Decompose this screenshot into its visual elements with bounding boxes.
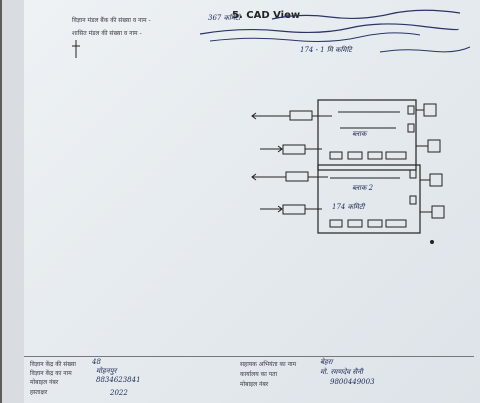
footer-right-label-2: कार्यालय का पता [240,371,278,378]
header-line2-value: 174 - 1 मि कमिटि [300,46,352,54]
footer-right-value-2: मो. रमणदेव सैनी [320,368,363,376]
footer-left-label-4: हस्ताक्षर [30,389,48,396]
header-line1-label: विज्ञान मंडल बैंक की संख्या व नाम - [72,17,151,24]
page-title: 5. CAD View [232,10,301,21]
header-line1-value: 367 कमिटी [208,14,241,22]
footer-left-label-1: विज्ञान केंद्र की संख्या [30,361,76,368]
document-sheet [24,0,480,403]
block2-sublabel: 174 कमिटी [332,203,365,211]
block2-label: ब्लाक 2 [352,184,374,192]
footer-left-label-3: मोबाइल नंबर [30,379,59,386]
header-line2-label: शासित मंडल की संख्या व नाम - [72,30,142,37]
footer-right-label-1: सहायक अभियंता का नाम [240,361,297,368]
footer-left-value-3: 8834623841 [96,376,141,384]
block1-outline [317,99,417,171]
footer-right-value-3: 9800449003 [330,378,375,386]
footer-left-value-1: 48 [92,358,101,366]
block1-label: ब्लाक [352,130,367,138]
footer-divider [24,356,474,357]
footer-left-label-2: विज्ञान केंद्र का नाम [30,370,72,377]
footer-left-value-4: 2022 [110,389,128,397]
block2-outline [317,164,421,234]
footer-left-value-2: मोहनपुर [96,367,117,375]
footer-right-label-3: मोबाइल नंबर [240,381,269,388]
footer-right-value-1: बेहरा [320,358,333,366]
